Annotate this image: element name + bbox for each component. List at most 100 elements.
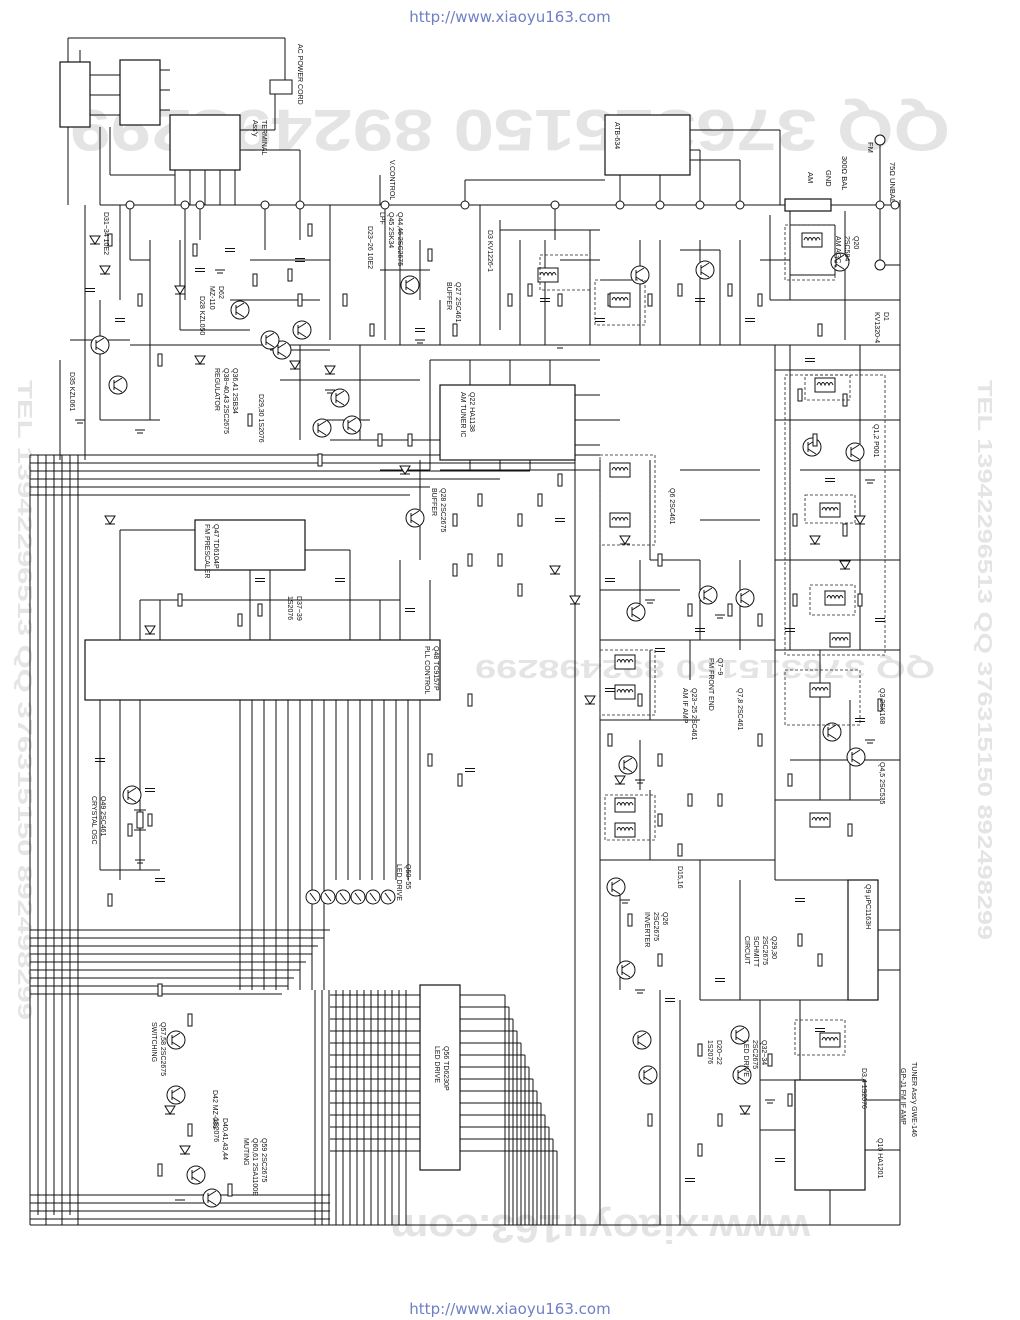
transistor-symbol xyxy=(202,1188,222,1208)
resistor-symbol xyxy=(657,753,663,767)
resistor-symbol xyxy=(797,933,803,947)
bus-connector xyxy=(295,200,305,210)
diode-symbol xyxy=(549,565,561,575)
resistor-symbol xyxy=(842,523,848,537)
resistor-symbol xyxy=(647,1113,653,1127)
diode-symbol xyxy=(164,1105,176,1115)
coil-winding xyxy=(811,817,829,822)
resistor-symbol xyxy=(157,1163,163,1177)
resistor-symbol xyxy=(317,453,323,467)
label-q23-25: Q23~25 2SC461 xyxy=(690,688,697,740)
coil-winding xyxy=(611,517,629,522)
crystal-symbol xyxy=(136,811,144,829)
resistor-symbol xyxy=(457,773,463,787)
transistor-emitter xyxy=(735,1036,745,1043)
diode-symbol xyxy=(739,1105,751,1115)
resistor-symbol xyxy=(252,273,258,287)
label-d3-4: D3,4 1S2076 xyxy=(860,1068,867,1109)
label-fm-front-end-ref: Q7~9 xyxy=(716,658,723,675)
label-q29-30-function: SCHMITT xyxy=(752,936,759,968)
resistor-symbol xyxy=(877,698,883,712)
resistor-symbol xyxy=(637,693,643,707)
label-q23-25-function: AM IF AMP xyxy=(681,688,688,724)
resistor-symbol xyxy=(792,513,798,527)
transistor-emitter xyxy=(410,519,420,526)
transistor-symbol xyxy=(186,1165,206,1185)
led-driver-emitter xyxy=(354,892,362,902)
label-q50-55: Q50~55 xyxy=(404,864,411,889)
led-driver-emitter xyxy=(384,892,392,902)
diode-symbol xyxy=(144,625,156,635)
transistor-emitter xyxy=(737,1076,747,1083)
diode-symbol xyxy=(619,535,631,545)
resistor-symbol xyxy=(857,593,863,607)
transistor-emitter xyxy=(347,426,357,433)
transistor-emitter xyxy=(643,1076,653,1083)
label-75-ohm-unbal: 75Ω UNBAL xyxy=(888,162,897,203)
label-d42: D42 MZ-081 xyxy=(211,1090,218,1129)
label-d62-part: MZ-110 xyxy=(208,286,215,310)
resistor-symbol xyxy=(369,323,375,337)
resistor-symbol xyxy=(107,893,113,907)
label-q26: Q26 xyxy=(661,912,668,925)
resistor-symbol xyxy=(307,223,313,237)
label-q20: Q20 xyxy=(852,236,859,249)
resistor-symbol xyxy=(192,243,198,257)
transistor-emitter xyxy=(807,448,817,455)
resistor-symbol xyxy=(427,248,433,262)
resistor-symbol xyxy=(677,843,683,857)
label-q7-8: Q7,8 2SC461 xyxy=(736,688,743,731)
label-fm-antenna: FM xyxy=(866,142,875,153)
transistor-emitter xyxy=(235,311,245,318)
led-driver-emitter xyxy=(309,892,317,902)
ic-q48-pll-control xyxy=(84,639,441,701)
diode-symbol xyxy=(614,775,626,785)
transistor-emitter xyxy=(637,1041,647,1048)
coil-winding xyxy=(826,595,844,600)
resistor-symbol xyxy=(627,913,633,927)
bus-connector xyxy=(655,200,665,210)
resistor-symbol xyxy=(697,1143,703,1157)
label-d35: D35 KZL061 xyxy=(68,372,75,411)
transistor-emitter xyxy=(835,263,845,270)
resistor-symbol xyxy=(787,1093,793,1107)
transistor-collector xyxy=(235,302,245,309)
label-q49: Q49 2SC461 xyxy=(99,796,106,837)
transistor-symbol xyxy=(618,755,638,775)
transistor-emitter xyxy=(171,1041,181,1048)
resistor-symbol xyxy=(517,513,523,527)
label-d23-26: D23~26 10E2 xyxy=(366,226,373,269)
led-driver-emitter xyxy=(339,892,347,902)
label-q22: Q22 HA1138 xyxy=(468,392,475,432)
resistor-symbol xyxy=(607,733,613,747)
transistor-symbol xyxy=(166,1085,186,1105)
transistor-emitter xyxy=(700,271,710,278)
resistor-symbol xyxy=(177,593,183,607)
resistor-symbol xyxy=(717,1113,723,1127)
bus-connector xyxy=(125,200,135,210)
label-q27: Q27 2SC461 xyxy=(454,282,461,323)
label-d1-part: KV1320-4 xyxy=(873,312,880,343)
label-gp-j1: GP-J1 FM IF AMP xyxy=(899,1068,906,1125)
transistor-symbol xyxy=(90,335,110,355)
shield-box xyxy=(794,1019,846,1056)
transistor-collector xyxy=(623,757,633,764)
shield-box xyxy=(784,374,886,656)
shield-box xyxy=(599,454,656,546)
power-labels: AC POWER CORD TERMINAL Ass'y V.CONTROL A… xyxy=(251,44,620,200)
transistor-collector xyxy=(265,332,275,339)
power-transformer-primary xyxy=(59,61,91,128)
coil-winding xyxy=(811,687,829,692)
ic-q56-led-drive xyxy=(419,984,461,1171)
transistor-symbol xyxy=(292,320,312,340)
transistor-collector xyxy=(611,879,621,886)
ic-layer xyxy=(59,59,879,1191)
resistor-symbol xyxy=(797,388,803,402)
transistor-collector xyxy=(191,1167,201,1174)
transistor-collector xyxy=(317,420,327,427)
resistor-symbol xyxy=(657,813,663,827)
label-q59: Q59 2SC2675 xyxy=(260,1138,267,1182)
transistor-symbol xyxy=(735,588,755,608)
label-q9: Q9 μPC1163H xyxy=(864,884,871,929)
label-q50-55-function: LED DRIVE xyxy=(395,864,402,901)
